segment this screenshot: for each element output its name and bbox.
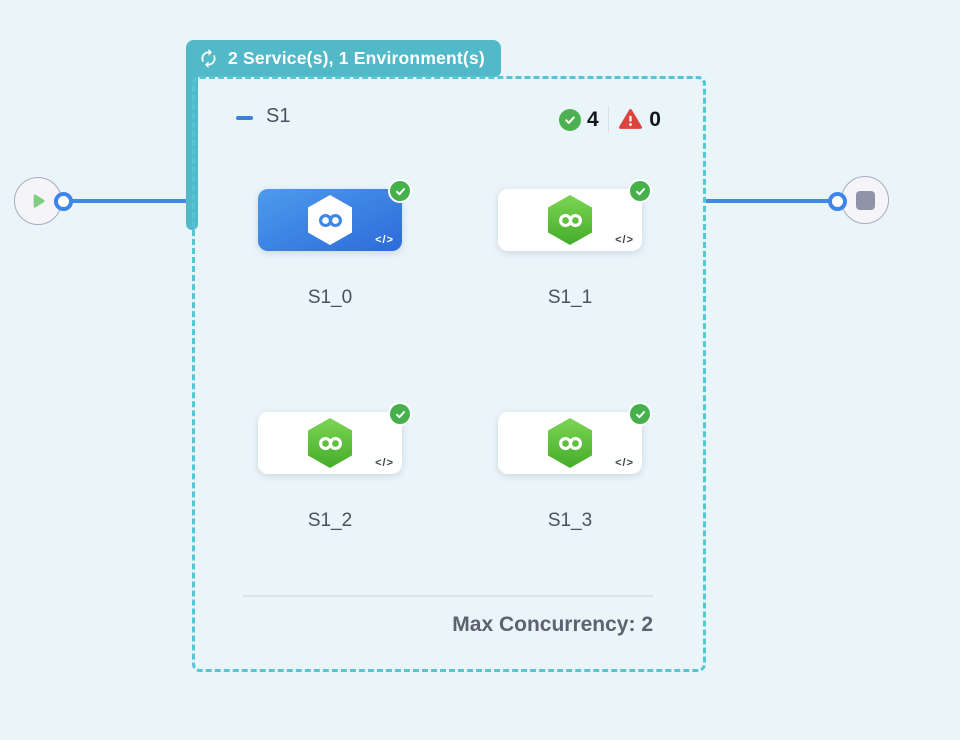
success-badge-icon: [388, 402, 412, 426]
pipeline-summary-badge[interactable]: 2 Service(s), 1 Environment(s): [186, 40, 501, 77]
code-icon: </>: [615, 457, 634, 469]
collapse-group-button[interactable]: [236, 116, 253, 120]
service-component-icon: [308, 195, 352, 245]
service-component-icon: [308, 418, 352, 468]
edge-group-to-end: [705, 199, 832, 203]
pipeline-summary-label: 2 Service(s), 1 Environment(s): [228, 48, 485, 68]
end-edge-port[interactable]: [828, 192, 847, 211]
code-icon: </>: [615, 234, 634, 246]
status-divider: [607, 106, 610, 133]
service-instance-tile-s1-0[interactable]: </>: [258, 179, 412, 251]
success-count: 4: [587, 108, 599, 131]
service-instance-tile-s1-2[interactable]: </>: [258, 402, 412, 474]
service-instance-tile-s1-1[interactable]: </>: [498, 179, 652, 251]
stop-icon: [855, 190, 875, 210]
service-instance-tile-s1-3[interactable]: </>: [498, 402, 652, 474]
group-status-cluster: 4 0: [559, 106, 661, 133]
service-component-icon: [548, 195, 592, 245]
group-title: S1: [266, 105, 291, 127]
success-badge-icon: [628, 179, 652, 203]
code-icon: </>: [375, 234, 394, 246]
success-badge-icon: [628, 402, 652, 426]
instance-label: S1_0: [307, 287, 353, 308]
code-icon: </>: [375, 457, 394, 469]
failure-count: 0: [649, 108, 661, 131]
success-badge-icon: [388, 179, 412, 203]
start-edge-port[interactable]: [54, 192, 73, 211]
play-icon: [27, 190, 49, 212]
instance-label: S1_2: [307, 510, 353, 531]
edge-start-to-group: [63, 199, 190, 203]
service-group-container[interactable]: [192, 76, 706, 672]
instance-label: S1_3: [547, 510, 593, 531]
sync-icon: [198, 48, 219, 69]
check-circle-icon: [559, 108, 581, 131]
max-concurrency-label: Max Concurrency: 2: [452, 613, 653, 636]
end-node-button[interactable]: [841, 176, 889, 224]
service-component-icon: [548, 418, 592, 468]
warning-triangle-icon: [618, 107, 643, 132]
instance-label: S1_1: [547, 287, 593, 308]
footer-divider: [243, 595, 653, 597]
